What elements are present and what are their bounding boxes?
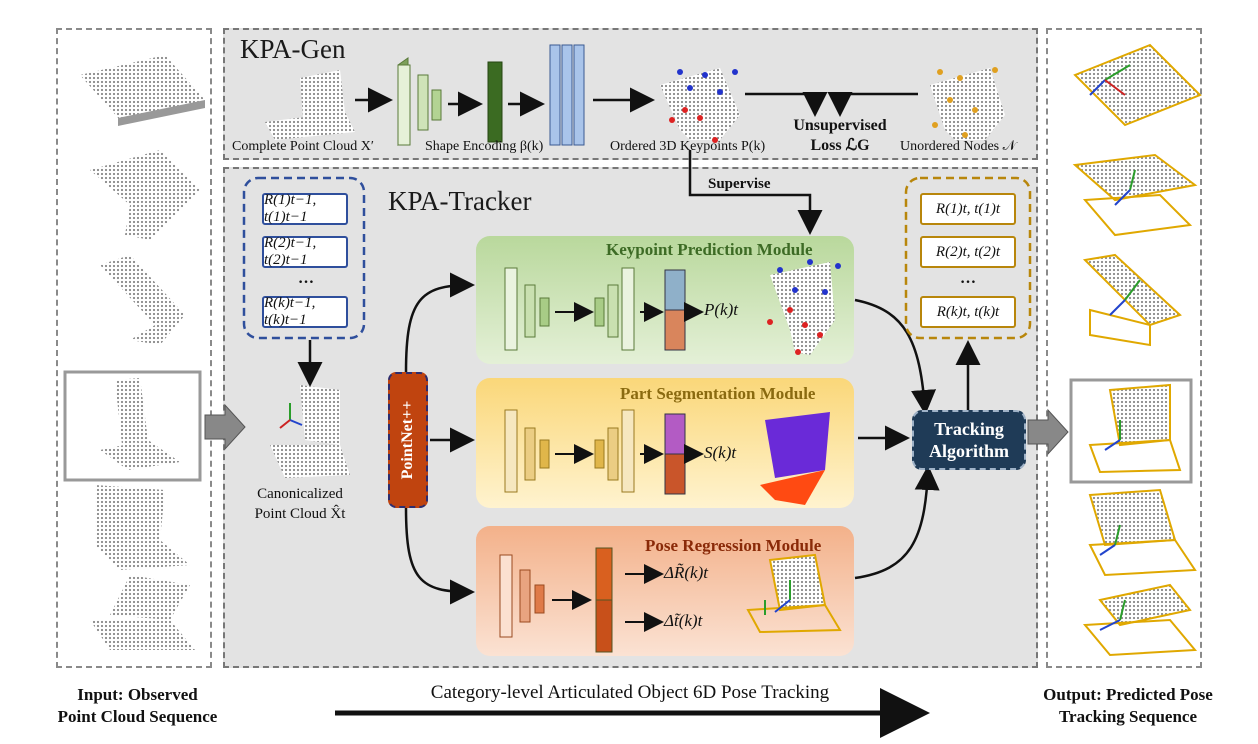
keypoint-module-title: Keypoint Prediction Module xyxy=(606,240,813,259)
kpa-gen-title: KPA-Gen xyxy=(240,34,346,64)
output-pose-k: R(k)t, t(k)t xyxy=(920,296,1016,328)
kpa-gen-decoder xyxy=(549,44,585,146)
pose-result-cloud xyxy=(746,553,842,634)
output-frame-4 xyxy=(1088,383,1182,474)
unsupervised-loss-label: Unsupervised Loss ℒG xyxy=(790,116,890,156)
tracking-line-2: Algorithm xyxy=(929,441,1009,461)
segmentation-result xyxy=(760,412,830,505)
kpa-tracker-title: KPA-Tracker xyxy=(388,186,532,216)
tracking-line-1: Tracking xyxy=(934,419,1004,439)
complete-point-cloud-label: Complete Point Cloud X′ xyxy=(232,139,374,154)
input-gray-arrow xyxy=(204,403,246,451)
input-poses-group xyxy=(242,176,366,340)
output-caption-line-1: Output: Predicted Pose xyxy=(1043,685,1213,704)
shape-encoding-block xyxy=(487,61,503,143)
supervise-label: Supervise xyxy=(708,176,771,192)
loss-line-2: Loss ℒG xyxy=(810,137,870,154)
keypoint-output-label: P(k)t xyxy=(704,300,738,319)
ordered-keypoints-cloud xyxy=(660,68,740,143)
input-frame-6 xyxy=(90,575,195,650)
pose-output-t-label: Δt̃(k)t xyxy=(664,611,703,630)
canon-line-1: Canonicalized xyxy=(257,486,343,502)
input-sequence-panel xyxy=(56,28,212,668)
seg-module-title: Part Segmentation Module xyxy=(620,384,816,403)
input-frame-4 xyxy=(100,378,180,470)
arrow-pointnet-to-keypoint xyxy=(404,272,475,373)
canon-line-2: Point Cloud X̂t xyxy=(254,506,346,522)
output-poses-group xyxy=(904,176,1032,340)
complete-point-cloud xyxy=(265,70,355,140)
canonicalized-label: Canonicalized Point Cloud X̂t xyxy=(240,484,360,524)
supervise-arrow xyxy=(688,150,823,235)
input-pose-k: R(k)t−1, t(k)t−1 xyxy=(262,295,348,328)
kpa-gen-encoder xyxy=(397,57,442,146)
input-pose-1: R(1)t−1, t(1)t−1 xyxy=(262,192,348,225)
output-frame-6 xyxy=(1082,583,1198,657)
output-caption: Output: Predicted Pose Tracking Sequence xyxy=(1028,684,1228,728)
output-pose-ellipsis: … xyxy=(960,270,976,287)
pose-output-r-label: ΔR̃(k)t xyxy=(664,563,708,582)
pose-encoder xyxy=(499,554,545,638)
pointnet-label: PointNet++ xyxy=(399,400,416,480)
output-frame-2 xyxy=(1072,153,1198,237)
input-caption: Input: Observed Point Cloud Sequence xyxy=(50,684,225,728)
unordered-nodes-label: Unordered Nodes 𝒩 xyxy=(900,139,1017,154)
tracking-algorithm-block: Tracking Algorithm xyxy=(912,410,1026,470)
output-pose-2: R(2)t, t(2)t xyxy=(920,236,1016,268)
arrow-keypoint-to-tracking xyxy=(854,298,937,415)
output-frame-1 xyxy=(1073,43,1202,127)
canonicalized-cloud xyxy=(270,385,350,478)
input-pose-2: R(2)t−1, t(2)t−1 xyxy=(262,235,348,268)
pose-module-title: Pose Regression Module xyxy=(645,536,822,555)
loss-line-1: Unsupervised xyxy=(793,117,887,134)
input-pose-ellipsis: … xyxy=(298,270,314,287)
input-caption-line-2: Point Cloud Sequence xyxy=(57,707,218,726)
input-frame-3 xyxy=(100,255,185,345)
input-frame-2 xyxy=(90,150,200,240)
output-frame-3 xyxy=(1082,253,1182,347)
output-frame-5 xyxy=(1088,488,1197,577)
shape-encoding-label: Shape Encoding β(k) xyxy=(425,139,544,154)
arrow-pose-to-tracking xyxy=(854,465,940,580)
output-caption-line-2: Tracking Sequence xyxy=(1058,707,1198,726)
output-sequence-panel xyxy=(1046,28,1202,668)
input-caption-line-1: Input: Observed xyxy=(77,685,198,704)
seg-output-label: S(k)t xyxy=(704,443,737,462)
output-pose-1: R(1)t, t(1)t xyxy=(920,193,1016,225)
arrow-nodes-to-loss xyxy=(827,92,918,117)
main-caption: Category-level Articulated Object 6D Pos… xyxy=(430,682,830,703)
input-frame-1 xyxy=(80,55,205,126)
ordered-keypoints-label: Ordered 3D Keypoints P(k) xyxy=(610,139,766,154)
output-gray-arrow xyxy=(1027,408,1069,456)
keypoint-prediction-cloud xyxy=(767,259,841,355)
keypoint-decoder xyxy=(594,267,635,351)
arrow-pointnet-to-pose xyxy=(404,507,475,605)
input-frame-5 xyxy=(95,485,190,570)
keypoint-encoder xyxy=(504,267,550,351)
pointnet-block: PointNet++ xyxy=(388,372,428,508)
seg-encoder xyxy=(504,409,550,493)
unordered-nodes-cloud xyxy=(930,67,1005,140)
seg-decoder xyxy=(594,409,635,493)
arrow-keypoints-to-loss xyxy=(745,92,828,117)
